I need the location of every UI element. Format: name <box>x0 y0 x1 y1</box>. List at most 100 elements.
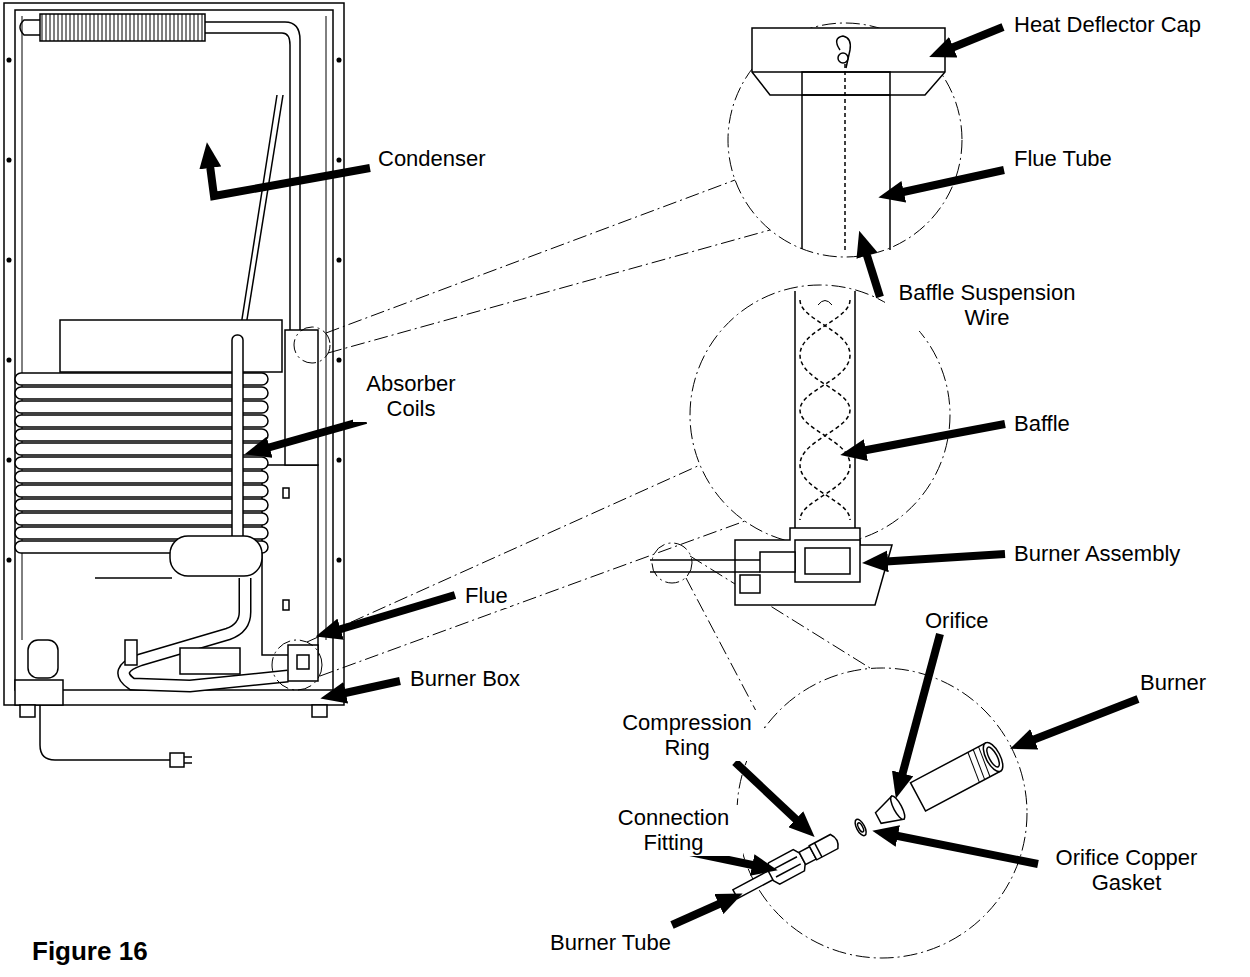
baffle-drawing <box>794 291 796 530</box>
refrigerator-back <box>7 258 11 262</box>
figure-caption: Figure 16 <box>30 936 150 967</box>
absorber-coils-drawing <box>15 499 268 511</box>
burner-assembly-drawing <box>760 552 795 572</box>
condenser-drawing <box>240 95 277 332</box>
detail-circles <box>320 521 745 676</box>
piping <box>283 600 289 610</box>
burner-connection-drawing <box>979 740 1006 775</box>
absorber-coils-drawing <box>15 443 268 455</box>
absorber-coils-drawing <box>170 536 262 576</box>
refrigerator-back <box>337 358 341 362</box>
burner-assembly-drawing <box>650 571 760 573</box>
part-label: Compression Ring <box>610 710 764 761</box>
burner-assembly-drawing <box>805 548 850 574</box>
base-components <box>28 640 58 678</box>
base-components <box>312 705 327 717</box>
callout-arrows <box>900 634 940 783</box>
refrigerator-back <box>15 10 333 690</box>
absorber-coils-drawing <box>15 513 268 525</box>
callout-arrows <box>735 762 803 826</box>
base-components <box>184 756 192 758</box>
callout-arrows <box>878 554 1005 562</box>
condenser-drawing <box>20 20 40 35</box>
refrigerator-back <box>337 258 341 262</box>
absorber-coils-drawing <box>232 335 243 545</box>
base-components <box>20 705 35 717</box>
burner-assembly-drawing <box>795 540 860 582</box>
refrigerator-back <box>337 558 341 562</box>
heat-deflector-cap-drawing <box>752 28 945 95</box>
burner-assembly-drawing <box>735 528 892 605</box>
absorber-coils-drawing <box>15 387 268 399</box>
part-label: Burner <box>1138 670 1208 695</box>
refrigerator-back <box>7 58 11 62</box>
baffle-drawing <box>800 300 850 520</box>
heat-deflector-cap-drawing <box>802 72 890 95</box>
callout-arrows <box>864 246 880 297</box>
detail-circles <box>326 180 735 333</box>
condenser-drawing <box>245 95 283 332</box>
baffle-drawing <box>854 291 856 530</box>
u-pipe <box>124 578 288 686</box>
part-label: Connection Fitting <box>604 805 743 856</box>
baffle-drawing <box>795 291 855 530</box>
part-label: Burner Assembly <box>1012 541 1182 566</box>
part-label: Burner Tube <box>548 930 673 955</box>
callout-arrows <box>260 420 366 450</box>
absorber-coils-drawing <box>15 485 268 497</box>
piping <box>60 320 282 372</box>
absorber-coils-drawing <box>15 373 268 385</box>
base-components <box>125 640 137 665</box>
condenser-drawing <box>40 14 205 41</box>
callout-arrows <box>672 900 728 925</box>
refrigerator-back <box>4 3 344 705</box>
callout-arrows <box>331 595 455 632</box>
refrigerator-back <box>337 158 341 162</box>
part-label: Absorber Coils <box>353 371 469 422</box>
part-label: Condenser <box>376 146 488 171</box>
burner-connection-drawing <box>853 818 869 838</box>
detail-circles <box>272 23 1027 958</box>
base-components <box>184 762 192 764</box>
part-label: Orifice <box>923 608 991 633</box>
burner-connection-drawing <box>975 747 994 777</box>
u-pipe <box>124 578 288 686</box>
part-label: Orifice Copper Gasket <box>1042 845 1211 896</box>
callout-arrows <box>944 27 1003 51</box>
base-components <box>15 680 63 705</box>
refrigerator-back <box>326 16 327 640</box>
burner-assembly-drawing <box>650 528 892 605</box>
baffle-drawing <box>818 301 832 306</box>
burner-assembly-drawing <box>650 559 760 561</box>
refrigerator-back <box>7 358 11 362</box>
absorber-coils-drawing <box>15 457 268 469</box>
part-label: Heat Deflector Cap <box>1012 12 1203 37</box>
refrigerator-back <box>337 58 341 62</box>
refrigerator-back <box>337 458 341 462</box>
part-label: Baffle Suspension Wire <box>885 280 1089 331</box>
burner-connection-drawing <box>984 745 1001 768</box>
callout-arrows <box>856 424 1005 452</box>
heat-deflector-cap-drawing <box>889 95 891 250</box>
absorber-coils-drawing <box>15 429 268 441</box>
heat-deflector-cap-drawing <box>801 95 803 249</box>
u-pipe <box>124 578 288 686</box>
condenser-drawing <box>20 14 300 332</box>
base-components <box>180 648 240 674</box>
callout-arrows <box>1025 699 1138 743</box>
absorber-coils-drawing <box>15 335 268 578</box>
refrigerator-back <box>4 3 344 705</box>
burner-connection-drawing <box>776 864 801 877</box>
heat-deflector-cap-drawing <box>837 36 851 68</box>
burner-assembly-drawing <box>740 575 760 593</box>
piping <box>283 488 289 498</box>
heat-deflector-cap-drawing <box>752 28 945 252</box>
base-components <box>297 655 309 669</box>
refrigerator-back <box>7 458 11 462</box>
detail-circles <box>328 230 770 353</box>
piping <box>262 465 318 655</box>
burner-connection-drawing <box>857 822 865 833</box>
part-label: Flue Tube <box>1012 146 1114 171</box>
part-label: Burner Box <box>408 666 522 691</box>
burner-connection-drawing <box>888 794 907 821</box>
